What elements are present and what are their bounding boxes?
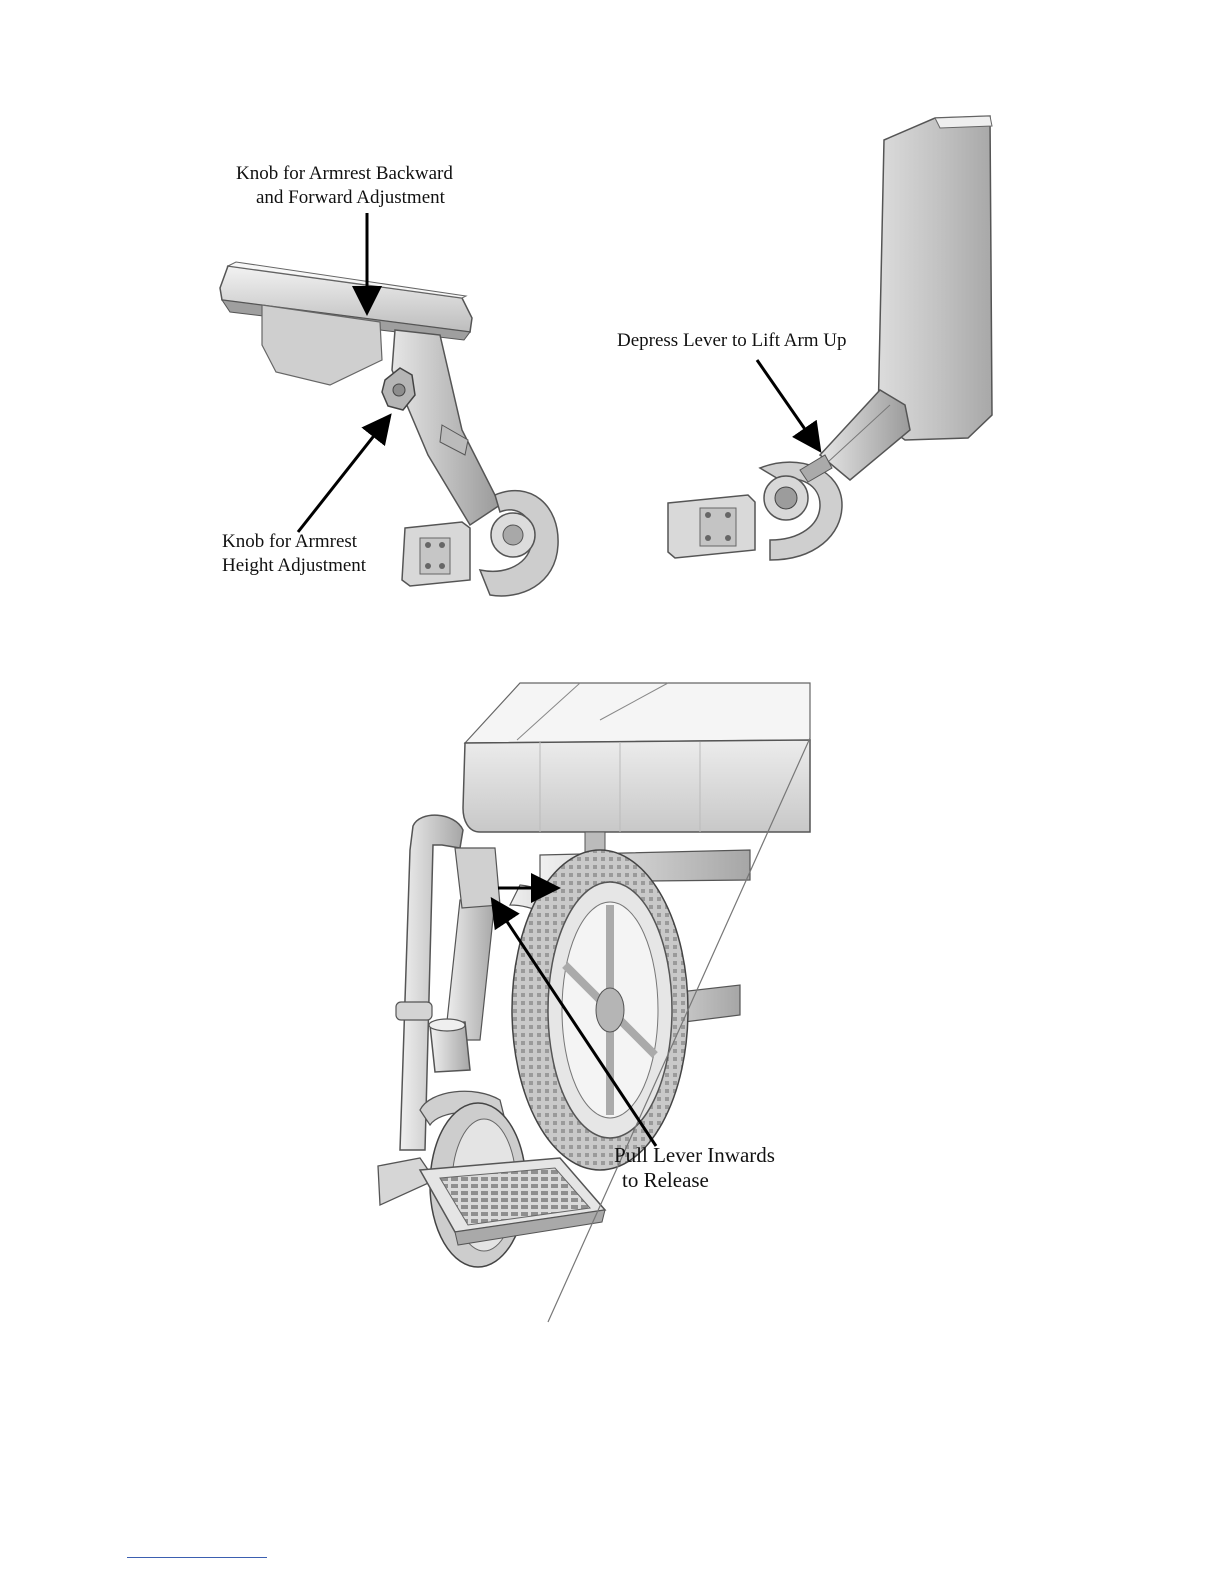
lift-lever-label-line1: Depress Lever to Lift Arm Up	[617, 329, 847, 353]
footnote-separator	[127, 1557, 267, 1558]
rear-wheel	[512, 850, 688, 1170]
backward-forward-knob-label: Knob for Armrest Backward and Forward Ad…	[236, 162, 453, 210]
seat-cushion	[463, 683, 810, 832]
lift-lever-label: Depress Lever to Lift Arm Up	[617, 329, 847, 353]
backward-forward-knob-label-line1: Knob for Armrest Backward	[236, 162, 453, 186]
release-lever-label-line2: to Release	[614, 1168, 775, 1193]
height-knob-label-line1: Knob for Armrest	[222, 530, 366, 554]
release-lever-label: Pull Lever Inwards to Release	[614, 1143, 775, 1193]
height-knob-label-line2: Height Adjustment	[222, 554, 366, 578]
backward-forward-knob-label-line2: and Forward Adjustment	[236, 186, 453, 210]
footplate	[378, 1158, 605, 1245]
height-knob-label: Knob for Armrest Height Adjustment	[222, 530, 366, 578]
release-lever-label-line1: Pull Lever Inwards	[614, 1143, 775, 1168]
